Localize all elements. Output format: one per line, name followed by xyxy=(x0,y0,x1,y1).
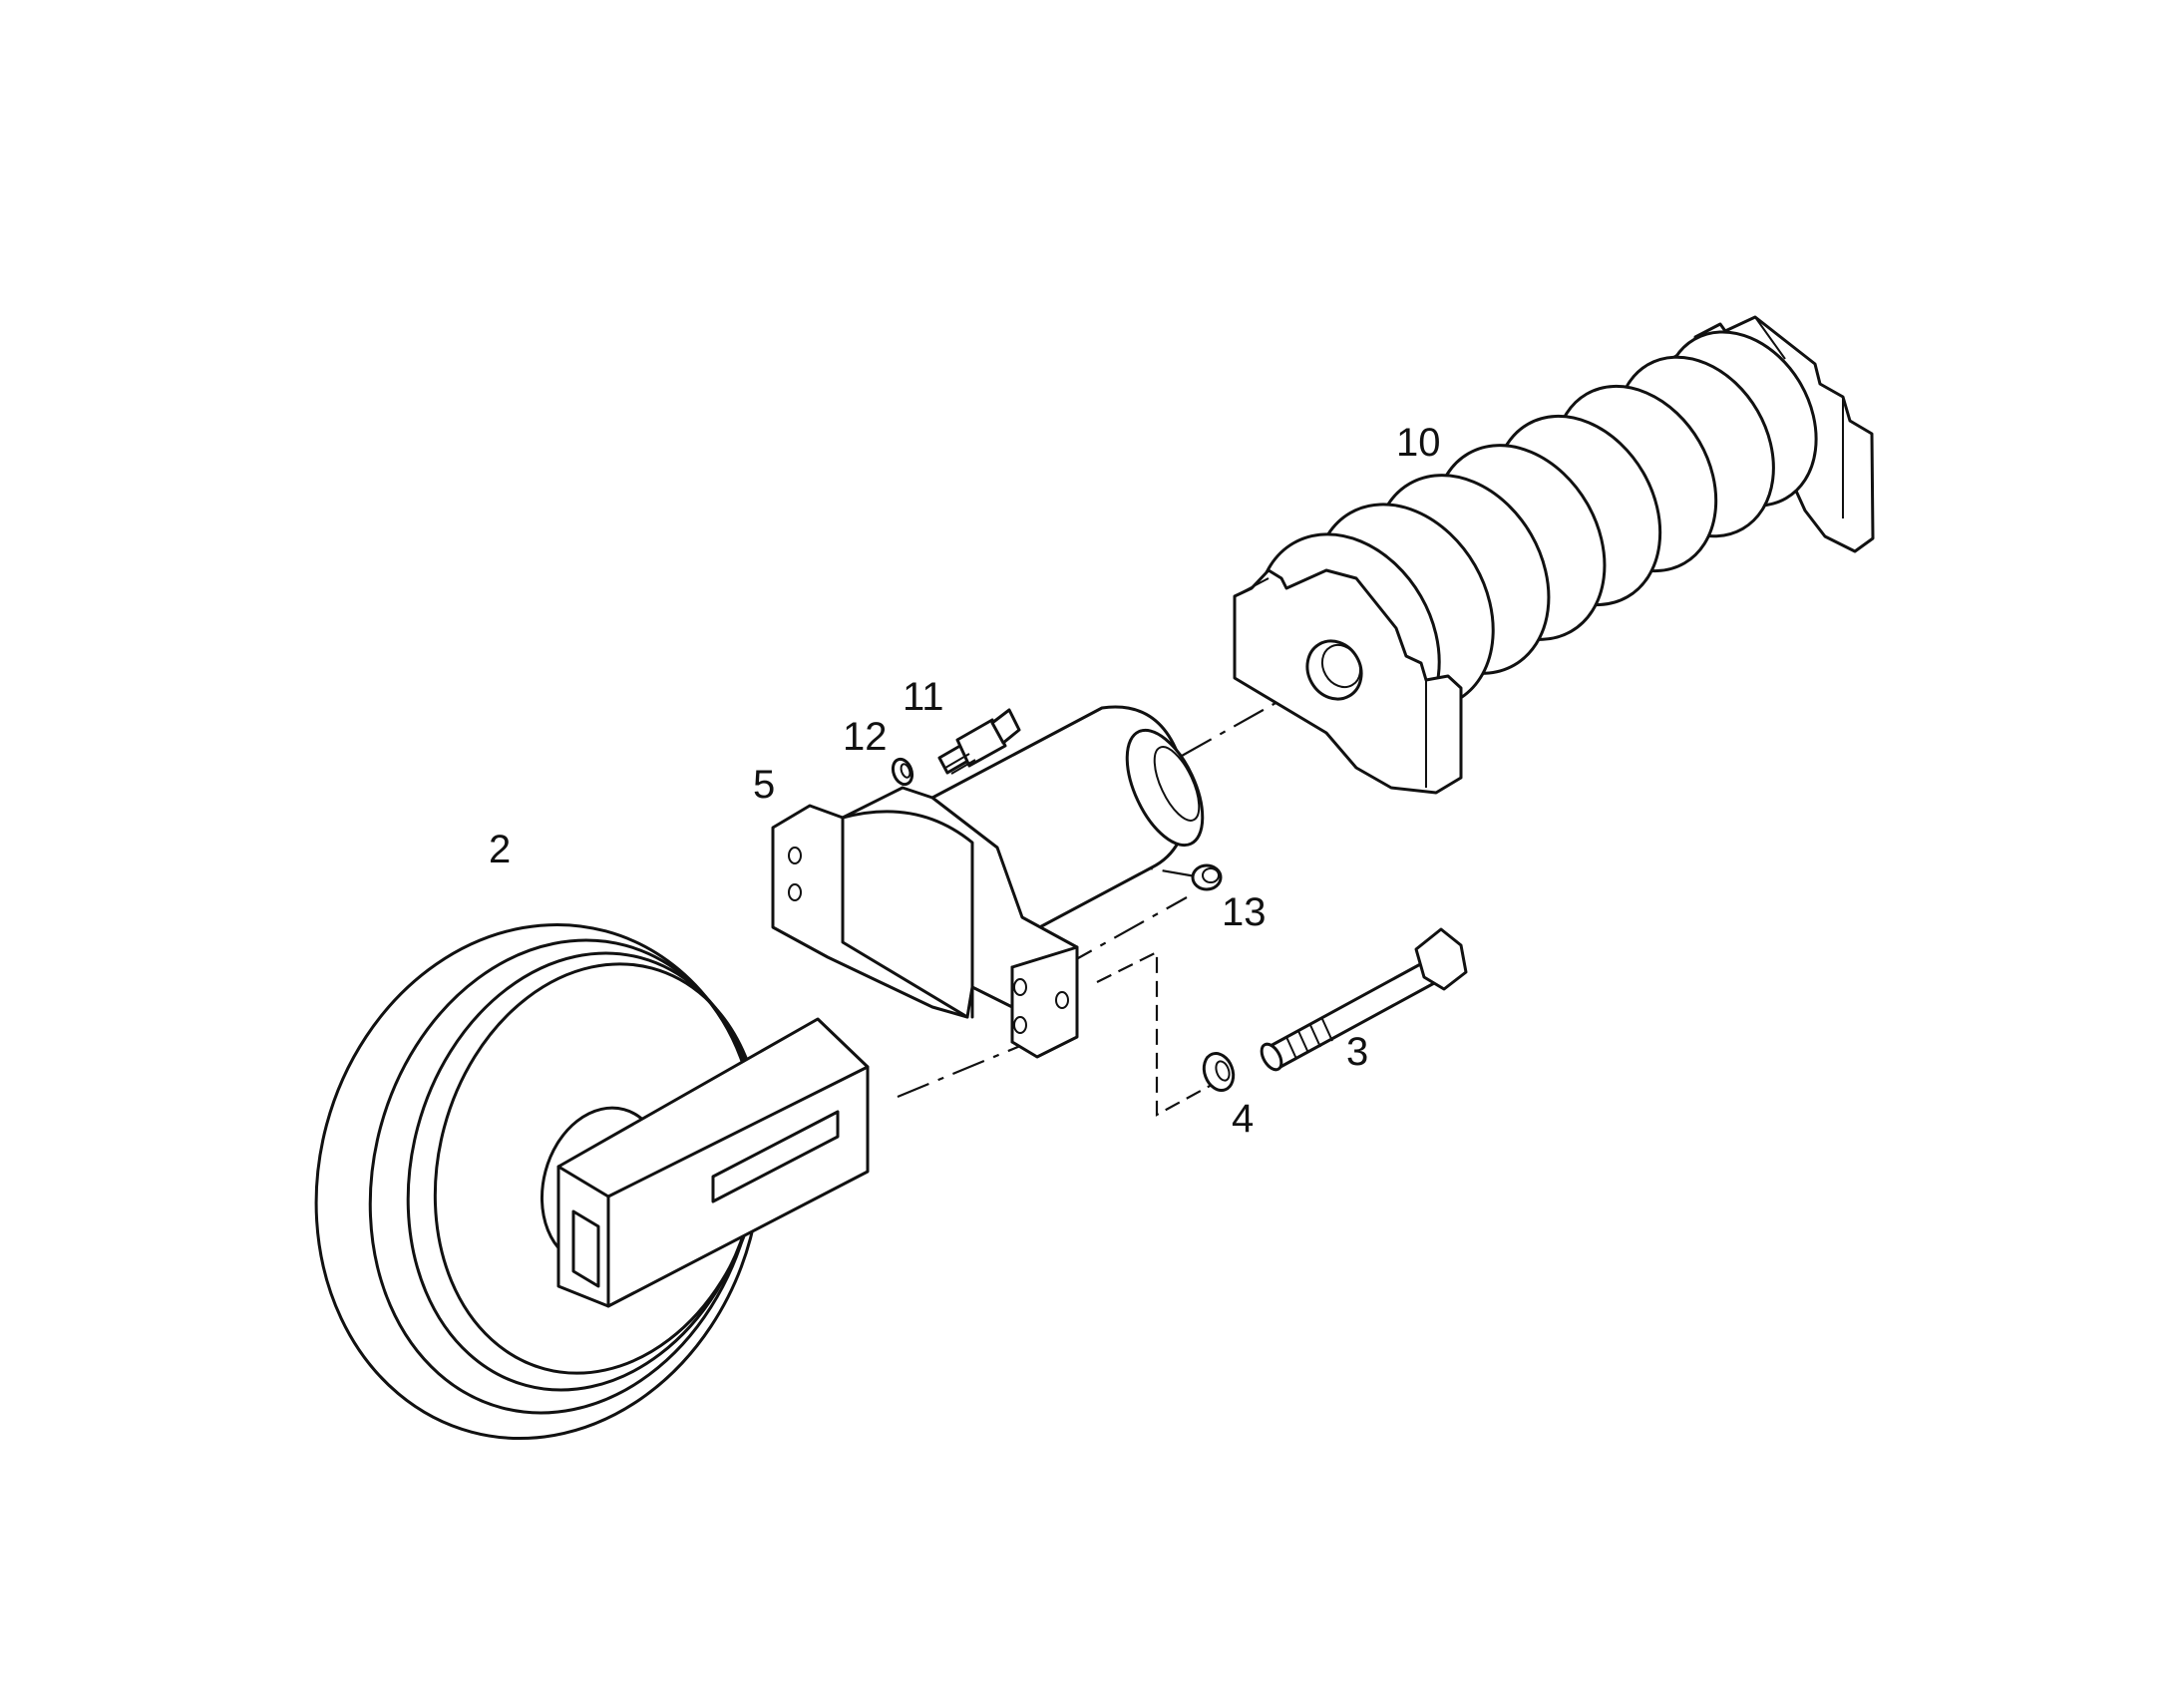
bolt-tip xyxy=(1260,1042,1283,1072)
yoke-front-edge xyxy=(841,816,969,1019)
washer-4-inner xyxy=(1215,1060,1231,1082)
rear-bracket-edge xyxy=(1754,316,1786,360)
cylinder-rod-face xyxy=(1153,746,1201,822)
plug-part-13 xyxy=(1191,863,1223,891)
washer-part-12 xyxy=(891,757,914,787)
cylinder-yoke-part-5 xyxy=(771,705,1205,1059)
fitting-thread xyxy=(950,759,976,775)
yoke-hole-5 xyxy=(1055,991,1069,1009)
spring-stud-face xyxy=(1320,643,1362,689)
bracket-side-slot xyxy=(711,1110,840,1203)
wheel-bracket xyxy=(556,1017,870,1308)
bolt-thread xyxy=(1321,1018,1333,1042)
callout-5: 5 xyxy=(753,763,775,807)
yoke-hole-2 xyxy=(788,883,802,901)
yoke-hole-4 xyxy=(1013,1016,1027,1034)
wheel-outer-rim xyxy=(314,922,763,1441)
centerline-yoke-to-plug xyxy=(1061,896,1188,968)
fitting-nipple xyxy=(990,708,1021,745)
callout-2: 2 xyxy=(489,828,511,871)
washer-part-4 xyxy=(1202,1052,1236,1092)
yoke-hole-3 xyxy=(1013,978,1027,996)
plug-body xyxy=(1191,863,1223,891)
callout-10: 10 xyxy=(1396,421,1441,465)
callout-13: 13 xyxy=(1222,890,1267,934)
callout-11: 11 xyxy=(903,675,944,719)
washer-12-inner xyxy=(900,763,911,779)
washer-4-outer xyxy=(1202,1052,1236,1092)
front-bracket-edge xyxy=(1234,577,1270,597)
plug-face xyxy=(1202,867,1220,883)
bolt-part-3 xyxy=(1260,927,1468,1072)
centerline-bolt-path xyxy=(1096,950,1213,1117)
fitting-thread xyxy=(944,753,970,769)
callouts: 2 3 4 5 10 11 12 13 xyxy=(489,421,1441,1141)
cylinder-end-cap xyxy=(1125,728,1205,848)
bolt-thread xyxy=(1285,1036,1297,1060)
spring-assembly-part-10 xyxy=(1233,315,1875,795)
bracket-end-slot xyxy=(571,1209,600,1288)
callout-3: 3 xyxy=(1346,1030,1368,1074)
yoke-block xyxy=(771,786,1079,1059)
bolt-thread xyxy=(1309,1024,1321,1048)
yoke-lug-edge xyxy=(1010,945,1079,969)
idler-wheel-part-2 xyxy=(314,922,870,1441)
centerline-wheel-to-yoke xyxy=(897,1037,1038,1099)
callout-4: 4 xyxy=(1232,1097,1254,1141)
bolt-thread xyxy=(1297,1030,1309,1054)
grease-fitting-part-11 xyxy=(937,708,1021,775)
yoke-saddle-edge xyxy=(841,810,974,1019)
bolt-head xyxy=(1414,927,1468,991)
yoke-hole-1 xyxy=(788,847,802,864)
callout-12: 12 xyxy=(843,715,888,759)
